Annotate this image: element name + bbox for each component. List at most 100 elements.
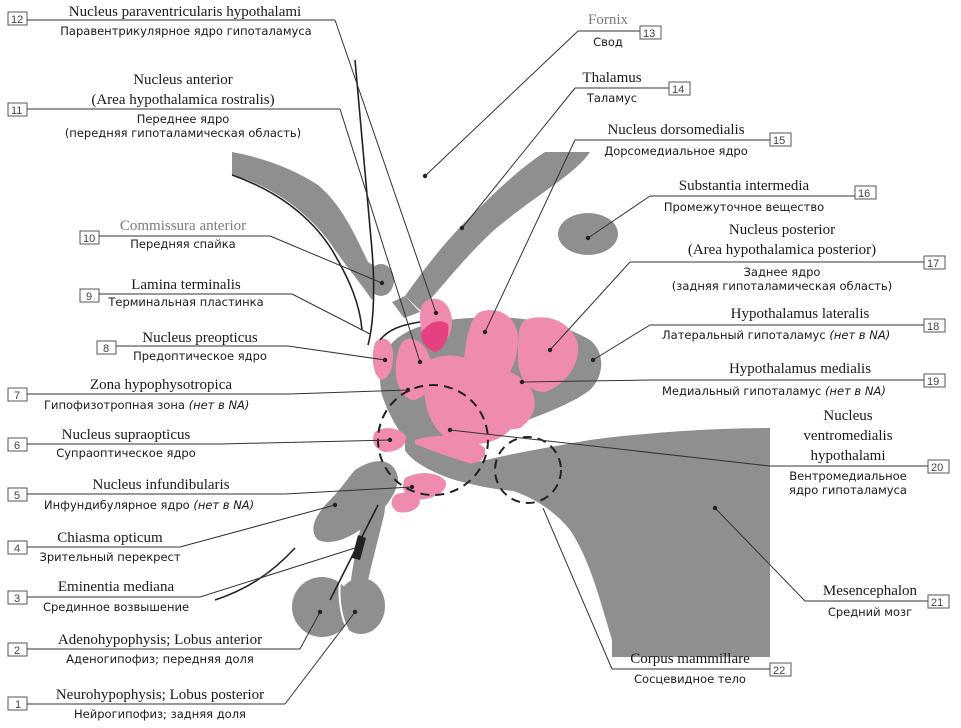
label-number: 5 (14, 490, 20, 502)
label-latin: Lamina terminalis (131, 277, 241, 293)
chiasma-opticum (313, 461, 398, 542)
leader-line (288, 346, 385, 360)
label-russian: Гипофизотропная зона (нет в NA) (44, 398, 249, 412)
label-russian: Нейрогипофиз; задняя доля (74, 707, 246, 721)
label-number: 9 (86, 291, 92, 303)
pointer-dot (423, 174, 427, 178)
label-russian: Инфундибулярное ядро (нет в NA) (44, 498, 254, 512)
label-russian: Промежуточное вещество (664, 200, 824, 214)
label-number: 7 (14, 390, 20, 402)
label-number: 21 (931, 597, 943, 609)
label-russian: (задняя гипоталамическая область) (672, 279, 893, 293)
label-number: 6 (14, 440, 20, 452)
pointer-dot (460, 226, 464, 230)
pointer-dot (353, 610, 357, 614)
pointer-dot (548, 348, 552, 352)
label-russian-main: Инфундибулярное ядро (44, 498, 190, 512)
label-number: 3 (14, 593, 20, 605)
label-latin: Adenohypophysis; Lobus anterior (58, 632, 262, 648)
pointer-dot (448, 428, 452, 432)
label-russian: Средний мозг (828, 605, 912, 619)
label-number: 14 (672, 84, 684, 96)
label-latin: Chiasma opticum (57, 530, 163, 546)
label-russian: Зрительный перекрест (39, 550, 180, 564)
label-latin: Substantia intermedia (679, 178, 810, 194)
label-number: 19 (927, 376, 939, 388)
mesencephalon (455, 428, 770, 657)
label-latin: (Area hypothalamica rostralis) (91, 92, 274, 108)
pointer-dot (388, 438, 392, 442)
label-latin: Zona hypophysotropica (90, 377, 232, 393)
anterior-wall (232, 152, 381, 300)
optic-stroke (215, 548, 295, 600)
label-russian-note: (нет в NA) (189, 398, 250, 412)
label-number: 13 (643, 28, 655, 40)
ventricle-outline (355, 60, 374, 345)
pointer-dot (318, 610, 322, 614)
label-russian: Свод (593, 35, 623, 49)
label-russian-note: (нет в NA) (829, 328, 890, 342)
label-latin: Nucleus (823, 408, 872, 424)
pointer-dot (713, 506, 717, 510)
label-latin: Hypothalamus medialis (729, 361, 871, 377)
label-number: 2 (14, 645, 20, 657)
label-latin: Nucleus preopticus (142, 330, 258, 346)
label-russian: Терминальная пластинка (107, 295, 263, 309)
pointer-dot (586, 236, 590, 240)
pointer-dot (380, 281, 384, 285)
pointer-dot (406, 388, 410, 392)
label-latin: Hypothalamus lateralis (731, 306, 870, 322)
pointer-dot (483, 330, 487, 334)
label-number: 11 (11, 105, 22, 117)
label-latin: Commissura anterior (120, 218, 246, 234)
label-number: 16 (858, 188, 870, 200)
pointer-dot (520, 380, 524, 384)
label-latin: Nucleus anterior (133, 72, 233, 88)
label-latin: Neurohypophysis; Lobus posterior (56, 687, 264, 703)
label-russian-main: Медиальный гипоталамус (662, 384, 821, 398)
label-latin: Eminentia mediana (58, 579, 175, 595)
label-russian: Передняя спайка (130, 237, 235, 251)
pointer-dot (410, 485, 414, 489)
label-number: 4 (14, 543, 20, 555)
label-russian-note: (нет в NA) (193, 498, 254, 512)
label-latin: Nucleus infundibularis (92, 477, 229, 493)
pointer-dot (591, 358, 595, 362)
label-russian: Срединное возвышение (43, 600, 189, 614)
label-russian: Дорсомедиальное ядро (604, 144, 748, 158)
label-russian: Заднее ядро (744, 265, 821, 279)
label-latin: Fornix (588, 12, 629, 28)
pointer-dot (383, 358, 387, 362)
pointer-dot (418, 360, 422, 364)
label-latin: Nucleus paraventricularis hypothalami (69, 4, 301, 20)
label-russian: Сосцевидное тело (634, 672, 746, 686)
label-russian: Медиальный гипоталамус (нет в NA) (662, 384, 886, 398)
label-russian: Переднее ядро (137, 112, 230, 126)
label-number: 22 (773, 665, 785, 677)
leader-line (550, 262, 630, 350)
label-latin: Corpus mammillare (630, 651, 750, 667)
label-number: 15 (773, 135, 785, 147)
label-russian: Вентромедиальное (789, 469, 907, 483)
pointer-dot (333, 503, 337, 507)
label-russian: Латеральный гипоталамус (нет в NA) (662, 328, 890, 342)
label-number: 18 (927, 321, 939, 333)
label-russian: ядро гипоталамуса (789, 483, 907, 497)
label-russian: Предоптическое ядро (133, 349, 267, 363)
leader-line (593, 325, 650, 360)
label-number: 1 (15, 699, 21, 711)
label-number: 17 (927, 258, 939, 270)
label-russian-main: Латеральный гипоталамус (662, 328, 826, 342)
label-russian: Таламус (586, 91, 637, 105)
pointer-dot (434, 311, 438, 315)
label-latin: Thalamus (582, 70, 641, 86)
label-latin: Nucleus dorsomedialis (607, 122, 744, 138)
label-russian: Супраоптическое ядро (56, 446, 196, 460)
leader-line (220, 440, 390, 444)
label-number: 8 (103, 343, 109, 355)
label-number: 20 (931, 462, 943, 474)
label-russian: Аденогипофиз; передняя доля (66, 652, 254, 666)
label-latin: hypothalami (811, 448, 886, 464)
label-number: 12 (11, 14, 23, 26)
